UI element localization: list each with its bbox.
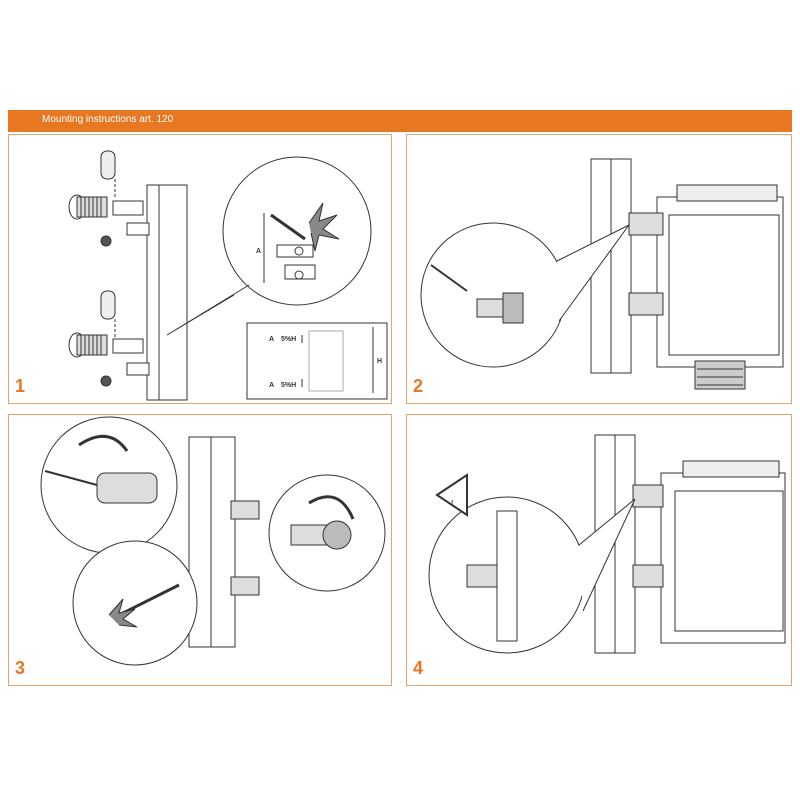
- gate-top-rail: [676, 184, 778, 202]
- label-a-bottom: A: [269, 382, 274, 389]
- hinge-bolt-icon: [628, 212, 664, 236]
- gate-top-rail: [682, 460, 780, 478]
- step-number: 3: [15, 658, 26, 678]
- hinge-bolt-icon: [68, 332, 150, 376]
- warning-symbol: !: [451, 500, 453, 507]
- hinge-bolt-icon: [68, 194, 150, 236]
- hinge-bolt-icon: [632, 564, 664, 588]
- washer-icon: [100, 235, 112, 247]
- step-4-panel: ! 4: [406, 414, 792, 686]
- detail-bubble: [72, 540, 198, 666]
- wood-block-icon: [694, 360, 746, 390]
- detail-bubble: [420, 222, 566, 368]
- header-bar: Mounting instructions art. 120: [8, 110, 792, 132]
- label-a-top: A: [269, 336, 274, 343]
- spark-icon: [108, 598, 138, 628]
- hinge-bolt-icon: [628, 292, 664, 316]
- step-4-illustration: !: [428, 434, 786, 654]
- gate-frame: [656, 196, 784, 368]
- hinge-pin-icon: [100, 290, 116, 320]
- step-number: 2: [413, 376, 424, 396]
- step-2-panel: 2: [406, 134, 792, 404]
- step-3-panel: 3: [8, 414, 392, 686]
- step-number: 1: [15, 376, 26, 396]
- rotate-arrow-icon: [308, 495, 355, 520]
- step-1-illustration: A A 5%H A 5%H H: [68, 150, 388, 401]
- hinge-pin-icon: [100, 150, 116, 180]
- gate-frame: [660, 472, 786, 644]
- label-a: A: [256, 248, 261, 255]
- drill-icon: [44, 470, 158, 504]
- label-h: H: [377, 358, 382, 365]
- page-title: Mounting instructions art. 120: [42, 114, 174, 125]
- step-2-illustration: [420, 158, 784, 390]
- washer-icon: [100, 375, 112, 387]
- label-pct-bottom: 5%H: [281, 382, 296, 389]
- rotate-arrow-icon: [78, 434, 129, 452]
- post-shape: [146, 184, 188, 401]
- hinge-bolt-icon: [230, 500, 260, 520]
- step-number: 4: [413, 658, 424, 678]
- step-1-panel: A A 5%H A 5%H H 1: [8, 134, 392, 404]
- hinge-bracket-shape: [284, 264, 316, 280]
- step-3-illustration: [40, 416, 386, 666]
- warning-triangle-icon: [435, 473, 468, 517]
- label-pct-top: 5%H: [281, 336, 296, 343]
- hinge-bolt-icon: [230, 576, 260, 596]
- spark-icon: [308, 202, 340, 252]
- detail-bubble: [222, 156, 372, 306]
- hinge-bolt-icon: [632, 484, 664, 508]
